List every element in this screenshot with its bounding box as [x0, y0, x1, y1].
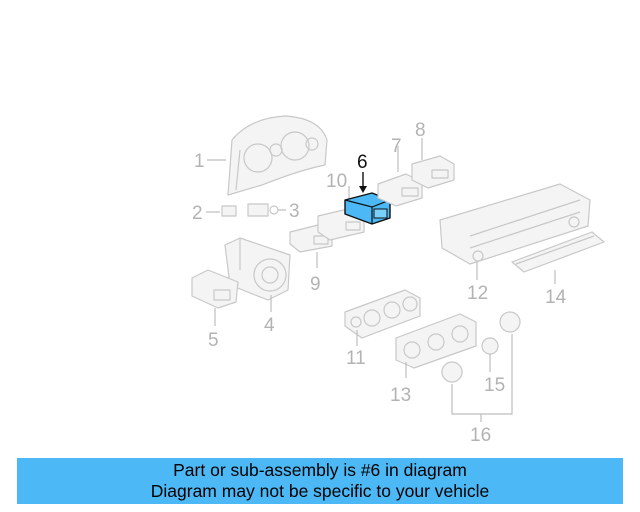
headlight-switch-part — [224, 237, 291, 301]
callout-7: 7 — [391, 136, 402, 157]
callout-9: 9 — [310, 274, 321, 295]
callout-13: 13 — [390, 385, 411, 406]
knob-15-part — [481, 337, 499, 355]
climate-control-unit-part — [439, 183, 591, 265]
control-panel-13-part — [395, 313, 477, 369]
switch-7-part — [377, 173, 423, 207]
small-bulb-part — [221, 203, 279, 217]
display-panel-part — [511, 231, 605, 273]
callout-1: 1 — [194, 151, 205, 172]
callout-5: 5 — [208, 330, 219, 351]
callout-2: 2 — [192, 203, 203, 224]
switch-block-part — [191, 269, 239, 309]
knob-16-part — [441, 311, 521, 383]
callout-6: 6 — [357, 152, 368, 173]
callout-11: 11 — [346, 348, 366, 369]
parts-diagram: 1 2 3 4 5 9 10 6 — [191, 115, 605, 446]
callout-3: 3 — [289, 201, 300, 222]
callout-14: 14 — [545, 287, 567, 308]
callout-8: 8 — [415, 120, 426, 141]
callout-10: 10 — [326, 171, 347, 192]
switch-8-part — [411, 155, 455, 189]
banner-line-disclaimer: Diagram may not be specific to your vehi… — [150, 481, 490, 501]
highlighted-part-6 — [344, 192, 391, 225]
control-panel-11-part — [344, 289, 421, 339]
callout-4: 4 — [264, 315, 275, 336]
callout-16: 16 — [470, 425, 491, 446]
info-banner: Part or sub-assembly is #6 in diagram Di… — [17, 458, 623, 504]
instrument-cluster-part — [227, 115, 328, 196]
callout-15: 15 — [484, 375, 505, 396]
banner-line-part-number: Part or sub-assembly is #6 in diagram — [173, 460, 467, 480]
callout-12: 12 — [467, 283, 488, 304]
